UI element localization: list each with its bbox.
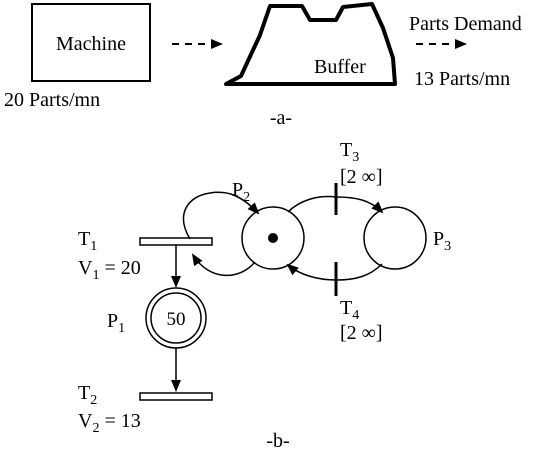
transition-t2-label: T2 xyxy=(78,382,97,408)
arc-t1-p2 xyxy=(182,191,260,240)
caption-b: -b- xyxy=(266,430,289,452)
caption-a: -a- xyxy=(270,107,292,129)
buffer-label: Buffer xyxy=(314,56,366,78)
machine-rate: 20 Parts/mn xyxy=(4,89,100,111)
transition-t1 xyxy=(139,237,213,246)
place-p1-inner xyxy=(150,292,202,344)
demand-label: Parts Demand xyxy=(409,13,522,35)
transition-t2-rate: V2 = 13 xyxy=(78,410,141,436)
place-p2-label: P2 xyxy=(232,179,250,205)
transition-t1-rate: V1 = 20 xyxy=(78,257,141,283)
arc-p2-t1 xyxy=(191,253,256,277)
transition-t4-label: T4 xyxy=(340,297,359,323)
arc-t4-p2 xyxy=(286,263,337,281)
place-p1-label: P1 xyxy=(107,310,125,336)
transition-t1-label: T1 xyxy=(78,228,97,254)
transition-t4-interval: [2 ∞] xyxy=(340,322,383,344)
transition-t3-interval: [2 ∞] xyxy=(340,166,383,188)
machine-box xyxy=(31,3,151,82)
arc-p2-t3 xyxy=(287,195,337,213)
buffer-shape xyxy=(224,2,397,86)
arc-p3-t4 xyxy=(335,263,383,281)
transition-t3-label: T3 xyxy=(340,139,359,165)
arc-t3-p3 xyxy=(335,196,384,214)
place-p3 xyxy=(363,206,427,270)
place-p1-tokens: 50 xyxy=(167,309,186,330)
machine-label: Machine xyxy=(56,33,126,55)
place-p2-token xyxy=(268,233,278,243)
place-p3-label: P3 xyxy=(433,228,451,254)
transition-t2 xyxy=(139,392,213,401)
demand-rate: 13 Parts/mn xyxy=(414,68,510,90)
